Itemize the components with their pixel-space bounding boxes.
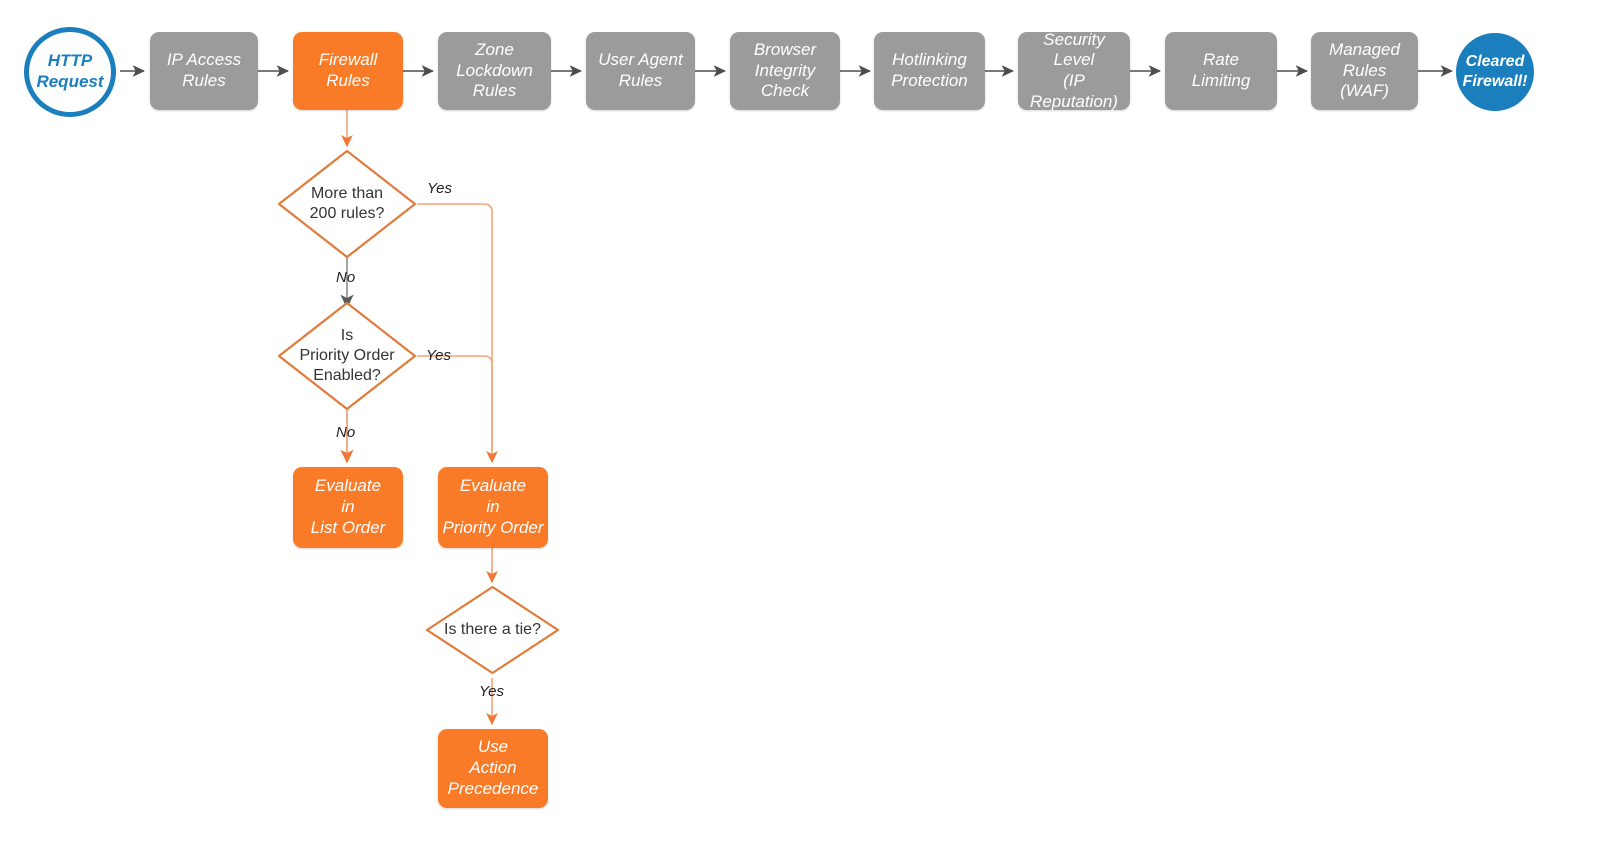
edge-label-priority-order-yes: Yes xyxy=(426,347,452,364)
node-rate-limiting[interactable]: Rate Limiting xyxy=(1165,32,1277,110)
edge-label-tie-yes: Yes xyxy=(479,683,505,700)
node-security-level[interactable]: Security Level (IP Reputation) xyxy=(1018,30,1130,111)
node-http-request[interactable]: HTTP Request xyxy=(24,27,116,117)
node-browser-integrity-check[interactable]: Browser Integrity Check xyxy=(730,32,840,110)
edge-label-more-than-200-yes: Yes xyxy=(427,180,453,197)
diamond-shape-more-than-200 xyxy=(277,149,417,259)
decision-is-priority-order-enabled[interactable]: Is Priority Order Enabled? xyxy=(276,300,418,412)
node-hotlinking-protection[interactable]: Hotlinking Protection xyxy=(874,32,985,110)
node-user-agent-rules[interactable]: User Agent Rules xyxy=(586,32,695,110)
node-ip-access-rules[interactable]: IP Access Rules xyxy=(150,32,258,110)
edge-label-more-than-200-no: No xyxy=(336,269,356,286)
diamond-shape-is-there-a-tie xyxy=(425,585,560,675)
edge-priority-order-yes xyxy=(417,355,493,450)
node-cleared-firewall[interactable]: Cleared Firewall! xyxy=(1456,33,1534,111)
decision-is-there-a-tie[interactable]: Is there a tie? xyxy=(424,584,561,676)
node-use-action-precedence[interactable]: Use Action Precedence xyxy=(438,729,548,808)
node-managed-rules-waf[interactable]: Managed Rules (WAF) xyxy=(1311,32,1418,110)
node-evaluate-in-priority-order[interactable]: Evaluate in Priority Order xyxy=(438,467,548,548)
node-evaluate-in-list-order[interactable]: Evaluate in List Order xyxy=(293,467,403,548)
node-zone-lockdown-rules[interactable]: Zone Lockdown Rules xyxy=(438,32,551,110)
node-firewall-rules[interactable]: Firewall Rules xyxy=(293,32,403,110)
decision-label-priority-order: Is Priority Order Enabled? xyxy=(299,327,395,384)
decision-more-than-200-rules[interactable]: More than 200 rules? xyxy=(276,148,418,260)
edge-more-than-200-yes xyxy=(417,203,498,464)
decision-label-more-than-200: More than 200 rules? xyxy=(309,185,385,222)
diamond-shape-priority-order xyxy=(277,301,417,411)
decision-label-is-there-a-tie: Is there a tie? xyxy=(444,621,541,638)
edge-label-priority-order-no: No xyxy=(336,424,356,441)
